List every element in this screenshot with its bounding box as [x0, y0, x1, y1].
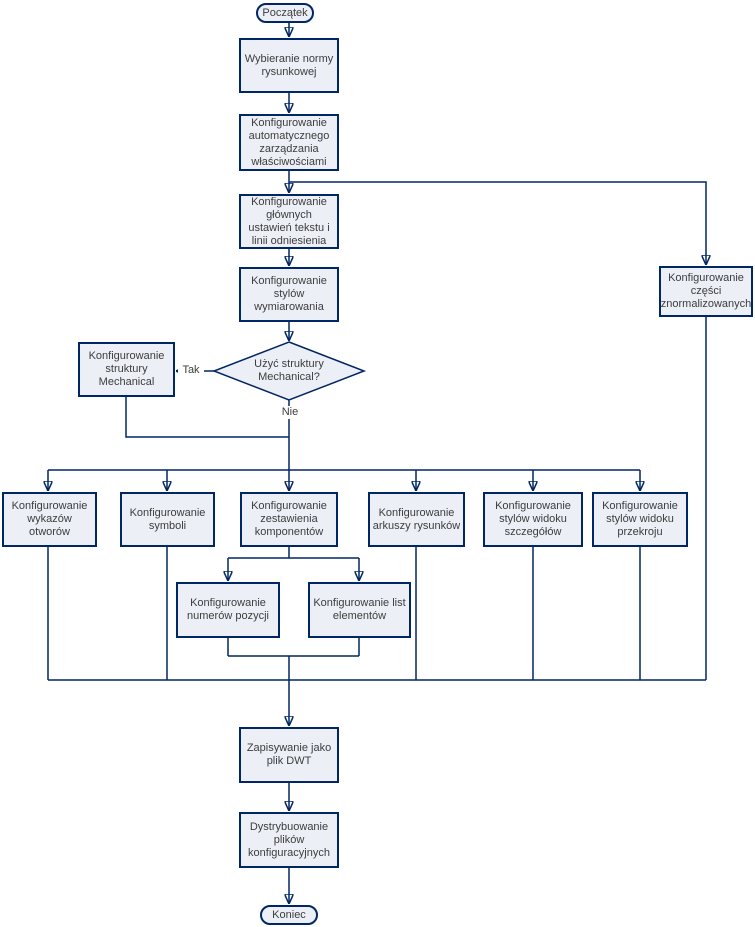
decision-label: Użyć struktury Mechanical? [254, 358, 324, 383]
process-component-lists: Konfigurowanie zestawienia komponentów [240, 492, 338, 547]
edge-mech-loopback [125, 397, 289, 438]
process-label: Konfigurowanie struktury Mechanical [88, 350, 165, 388]
process-select-norm: Wybieranie normy rysunkowej [239, 38, 339, 93]
process-distribute-files: Dystrybuowanie plików konfiguracyjnych [239, 812, 339, 868]
process-label: Zapisywanie jako plik DWT [246, 742, 332, 767]
process-parts-lists: Konfigurowanie list elementów [308, 582, 411, 638]
decision-diamond-shape [211, 341, 367, 401]
process-label: Konfigurowanie list elementów [313, 597, 406, 622]
edge-branch-to-stdparts [289, 181, 706, 264]
process-drawing-sheets: Konfigurowanie arkuszy rysunków [368, 492, 465, 547]
process-label: Konfigurowanie głównych ustawień tekstu … [248, 195, 330, 247]
process-text-leader: Konfigurowanie głównych ustawień tekstu … [239, 194, 339, 249]
process-detail-view-styles: Konfigurowanie stylów widoku szczegółów [483, 492, 583, 547]
end-label: Koniec [272, 909, 306, 921]
process-mech-structure: Konfigurowanie struktury Mechanical [78, 342, 175, 397]
process-label: Konfigurowanie stylów widoku szczegółów [495, 500, 571, 538]
process-section-view-styles: Konfigurowanie stylów widoku przekroju [592, 492, 688, 547]
start-label: Początek [262, 7, 308, 19]
start-terminator: Początek [256, 3, 314, 23]
end-terminator: Koniec [260, 905, 318, 925]
process-dim-styles: Konfigurowanie stylów wymiarowania [239, 267, 339, 322]
process-label: Konfigurowanie arkuszy rysunków [372, 506, 461, 532]
process-std-parts: Konfigurowanie części znormalizowanych [659, 266, 753, 317]
process-label: Konfigurowanie automatycznego zarządzani… [248, 116, 330, 168]
process-symbols: Konfigurowanie symboli [120, 492, 215, 547]
edge-label-no: Nie [276, 406, 304, 419]
process-label: Konfigurowanie stylów widoku przekroju [602, 500, 678, 538]
decision-mechanical: Użyć struktury Mechanical? [239, 357, 339, 385]
process-label: Konfigurowanie części znormalizowanych [660, 272, 752, 310]
process-balloon-numbers: Konfigurowanie numerów pozycji [176, 582, 280, 638]
process-label: Wybieranie normy rysunkowej [244, 52, 334, 78]
process-auto-props: Konfigurowanie automatycznego zarządzani… [239, 114, 339, 171]
process-label: Dystrybuowanie plików konfiguracyjnych [248, 820, 330, 859]
process-hole-charts: Konfigurowanie wykazów otworów [2, 492, 97, 547]
process-label: Konfigurowanie zestawienia komponentów [251, 500, 327, 538]
process-save-dwt: Zapisywanie jako plik DWT [239, 727, 339, 783]
process-label: Konfigurowanie symboli [129, 506, 206, 532]
process-label: Konfigurowanie numerów pozycji [187, 597, 269, 622]
process-label: Konfigurowanie wykazów otworów [11, 500, 88, 538]
edge-label-yes: Tak [178, 364, 204, 377]
process-label: Konfigurowanie stylów wymiarowania [251, 275, 327, 313]
